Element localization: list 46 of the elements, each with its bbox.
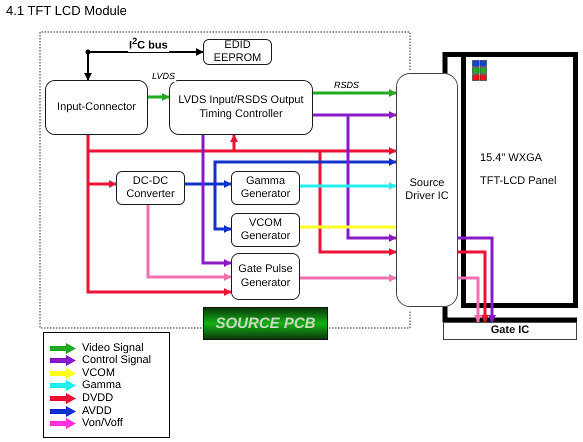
- arrow: [300, 182, 397, 190]
- arrow: [202, 135, 232, 267]
- connector-box: [45, 80, 148, 135]
- legend-label: Video Signal: [82, 342, 144, 354]
- arrow: [458, 250, 489, 323]
- title: 4.1 TFT LCD Module: [6, 3, 127, 18]
- edge-label: LVDS: [151, 72, 176, 82]
- generator-box: [231, 213, 300, 247]
- box-label: SOURCE PCB: [215, 314, 316, 332]
- legend-label: Von/Voff: [82, 418, 123, 430]
- box-label: Input-Connector: [57, 100, 136, 114]
- legend-label: Control Signal: [82, 355, 152, 366]
- box-label: Gamma Generator: [240, 174, 292, 202]
- box-label: DC-DC Converter: [125, 174, 176, 202]
- arrow: [146, 205, 232, 281]
- edge-label: I$^{2}$C bus: [128, 36, 169, 52]
- converter-box: [116, 171, 185, 205]
- box-label: Source Driver IC: [404, 176, 450, 204]
- board-badge: [203, 307, 328, 340]
- edge-label: RSDS: [333, 81, 360, 91]
- arrow: [300, 274, 397, 282]
- legend-label: AVDD: [82, 406, 112, 416]
- gate-ic-box: [443, 322, 577, 340]
- arrow: [313, 89, 397, 97]
- arrow: [148, 93, 170, 101]
- box-label: EDID EEPROM: [212, 38, 262, 66]
- legend-label: VCOM: [82, 368, 115, 379]
- box-label: Gate Pulse Generator: [237, 263, 294, 290]
- panel-label: 15.4" WXGA: [480, 152, 542, 166]
- memory-box: [203, 39, 272, 65]
- arrow: [458, 236, 496, 323]
- box-label: LVDS Input/RSDS Output Timing Controller: [177, 94, 305, 121]
- box-label: VCOM Generator: [240, 216, 292, 244]
- controller-box: [169, 80, 313, 135]
- legend-label: Gamma: [82, 380, 122, 392]
- panel-label: TFT-LCD Panel: [480, 175, 556, 188]
- arrow: [86, 135, 397, 256]
- arrow: [185, 182, 232, 233]
- legend-label: DVDD: [82, 392, 114, 404]
- generator-box: [231, 253, 300, 300]
- driver-box: [396, 73, 458, 307]
- generator-box: [231, 171, 300, 205]
- arrow: [313, 114, 397, 242]
- arrow: [458, 276, 482, 323]
- box-label: Gate IC: [490, 324, 530, 338]
- arrow: [84, 48, 204, 81]
